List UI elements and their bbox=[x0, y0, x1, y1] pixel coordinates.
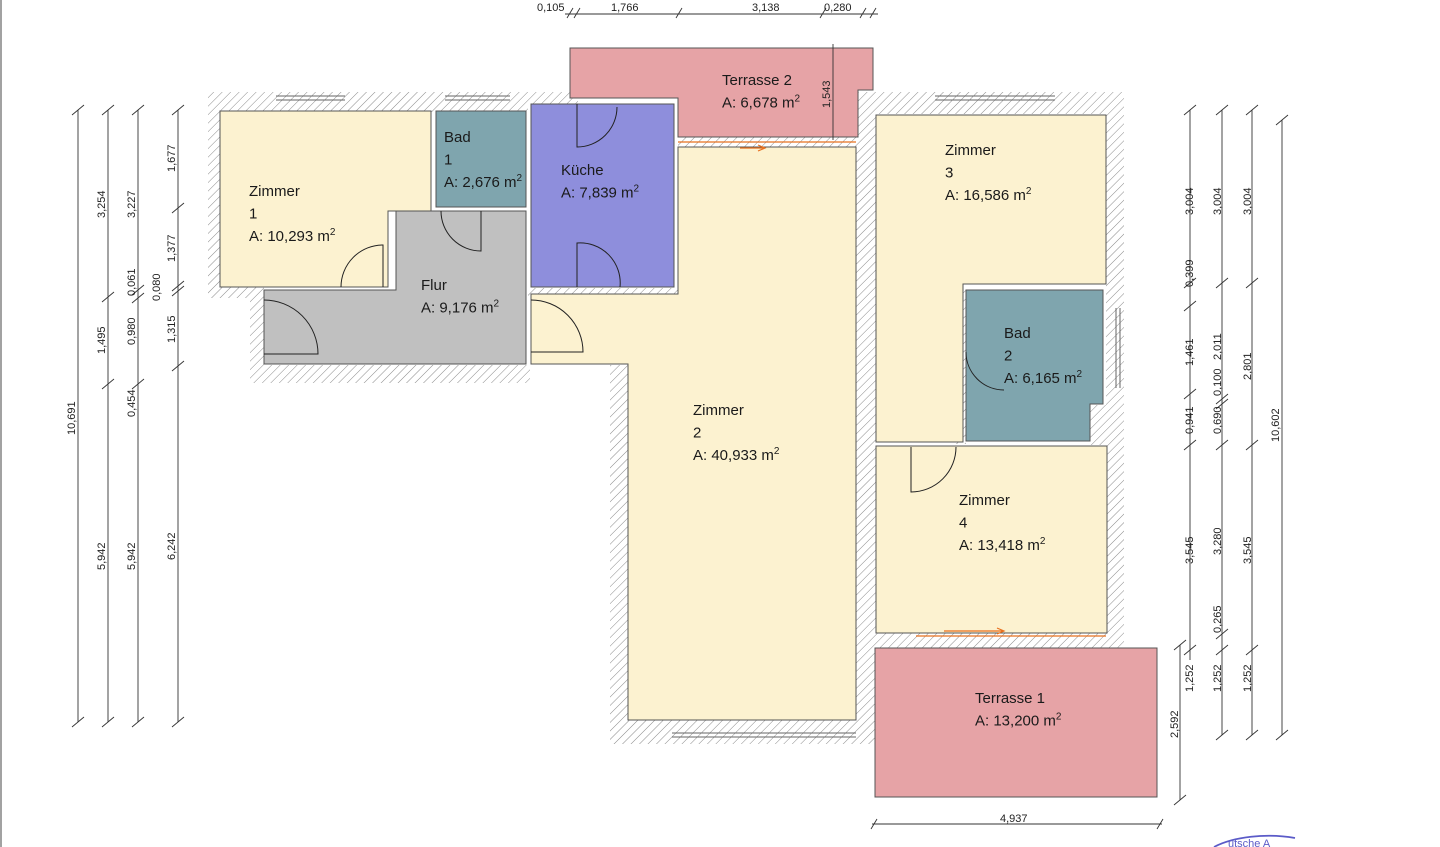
zimmer-3-area: A: 16,586 m2 bbox=[945, 186, 1032, 204]
room-zimmer-3[interactable] bbox=[875, 114, 1107, 443]
bad-2-name-line: Bad bbox=[1004, 325, 1031, 342]
windows bbox=[276, 95, 1121, 738]
dim-left2-3: 5,942 bbox=[96, 542, 108, 570]
zimmer-4-area: A: 13,418 m2 bbox=[959, 536, 1046, 554]
flur-name-line: Flur bbox=[421, 277, 447, 294]
rooms bbox=[219, 47, 1158, 798]
stamp-text: utsche A bbox=[1228, 838, 1271, 847]
dim-right1-1: 3,004 bbox=[1184, 187, 1196, 215]
dim-right1-4: 0,941 bbox=[1184, 406, 1196, 434]
dim-left4-4: 1,315 bbox=[166, 315, 178, 343]
stamp: utsche A bbox=[1213, 834, 1296, 847]
zimmer-3-name-line: Zimmer bbox=[945, 142, 996, 159]
dim-left3-3: 0,980 bbox=[126, 317, 138, 345]
dim-left4-1: 1,677 bbox=[166, 144, 178, 172]
door-arc-kueche-top bbox=[576, 104, 618, 148]
dim-left1-1: 10,691 bbox=[66, 401, 78, 435]
dim-right3-3: 3,545 bbox=[1242, 536, 1254, 564]
bad-1-name-line: Bad bbox=[444, 129, 471, 146]
dim-left4-3: 0,080 bbox=[151, 273, 163, 301]
dim-right3-1: 3,004 bbox=[1242, 187, 1254, 215]
dim-left4-2: 1,377 bbox=[166, 234, 178, 262]
dim-right3-2: 2,801 bbox=[1242, 352, 1254, 380]
dim-right2-5: 3,280 bbox=[1212, 527, 1224, 555]
room-kueche[interactable] bbox=[530, 103, 675, 288]
dim-top-4: 0,280 bbox=[824, 2, 852, 14]
dim-right1-6: 2,592 bbox=[1169, 710, 1181, 738]
zimmer-2-name-line: 2 bbox=[693, 425, 701, 442]
terrasse-2-area: A: 6,678 m2 bbox=[722, 94, 801, 112]
terrace-door-markers bbox=[678, 141, 1106, 637]
dim-top-1: 0,105 bbox=[537, 2, 565, 14]
door-arc-kueche-bottom bbox=[576, 242, 621, 288]
dim-left3-1: 3,227 bbox=[126, 190, 138, 218]
dim-right2-7: 1,252 bbox=[1212, 664, 1224, 692]
door-arc-bad-1 bbox=[440, 210, 482, 252]
dim-right2-2: 2,011 bbox=[1212, 333, 1224, 360]
door-arc-bad-2 bbox=[965, 351, 1005, 391]
dim-bottom-1: 4,937 bbox=[1000, 813, 1028, 825]
room-flur[interactable] bbox=[263, 210, 527, 365]
flur-area: A: 9,176 m2 bbox=[421, 299, 500, 317]
dim-left3-5: 5,942 bbox=[126, 542, 138, 570]
doors bbox=[263, 104, 1005, 493]
dimension-labels: 0,105 1,766 3,138 0,280 1,543 10,691 3,2… bbox=[66, 2, 1282, 825]
door-arc-zimmer-1 bbox=[340, 244, 384, 288]
door-arc-zimmer-4 bbox=[910, 446, 957, 493]
dim-right1-7: 1,252 bbox=[1184, 664, 1196, 692]
dim-left2-1: 3,254 bbox=[96, 190, 108, 218]
dim-right1-2: 0,399 bbox=[1184, 259, 1196, 287]
dim-right4-1: 10,602 bbox=[1270, 408, 1282, 442]
room-terrasse-1[interactable] bbox=[874, 647, 1158, 798]
terrasse-1-name-line: Terrasse 1 bbox=[975, 690, 1045, 707]
dim-left4-5: 6,242 bbox=[166, 532, 178, 560]
dim-left3-2: 0,061 bbox=[126, 268, 138, 296]
room-bad-2[interactable] bbox=[965, 289, 1104, 442]
zimmer-1-name-line: Zimmer bbox=[249, 183, 300, 200]
door-arc-entry bbox=[263, 299, 319, 355]
dim-right3-4: 1,252 bbox=[1242, 664, 1254, 692]
dim-right2-6: 0,265 bbox=[1212, 605, 1224, 633]
bad-1-name-line: 1 bbox=[444, 152, 452, 169]
door-arc-zimmer-2 bbox=[530, 299, 584, 353]
dim-right2-3: 0,100 bbox=[1212, 368, 1224, 396]
bad-2-name-line: 2 bbox=[1004, 348, 1012, 365]
dim-top-2: 1,766 bbox=[611, 2, 639, 14]
zimmer-2-area: A: 40,933 m2 bbox=[693, 446, 780, 464]
dim-left2-2: 1,495 bbox=[96, 326, 108, 354]
zimmer-4-name-line: 4 bbox=[959, 515, 967, 532]
room-bad-1[interactable] bbox=[435, 110, 527, 208]
kueche-name-line: Küche bbox=[561, 162, 604, 179]
dim-right2-4: 0,690 bbox=[1212, 406, 1224, 434]
zimmer-2-name-line: Zimmer bbox=[693, 402, 744, 419]
room-zimmer-4[interactable] bbox=[875, 445, 1108, 634]
terrasse-2-name-line: Terrasse 2 bbox=[722, 72, 792, 89]
dim-right1-3: 1,461 bbox=[1184, 338, 1196, 366]
zimmer-3-name-line: 3 bbox=[945, 165, 953, 182]
zimmer-1-area: A: 10,293 m2 bbox=[249, 227, 336, 245]
terrasse-1-area: A: 13,200 m2 bbox=[975, 712, 1062, 730]
dim-top-3: 3,138 bbox=[752, 2, 780, 14]
bad-1-area: A: 2,676 m2 bbox=[444, 173, 523, 191]
bad-2-area: A: 6,165 m2 bbox=[1004, 369, 1083, 387]
room-zimmer-2[interactable] bbox=[530, 146, 857, 721]
zimmer-4-name-line: Zimmer bbox=[959, 492, 1010, 509]
zimmer-1-name-line: 1 bbox=[249, 206, 257, 223]
kueche-area: A: 7,839 m2 bbox=[561, 184, 640, 202]
dimension-lines bbox=[71, 7, 1289, 830]
dim-right1-5: 3,545 bbox=[1184, 536, 1196, 564]
dim-left3-4: 0,454 bbox=[126, 389, 138, 417]
dim-right2-1: 3,004 bbox=[1212, 187, 1224, 215]
room-zimmer-1[interactable] bbox=[219, 110, 432, 288]
dim-terrasse2-depth: 1,543 bbox=[821, 80, 833, 108]
room-terrasse-2[interactable] bbox=[569, 47, 874, 138]
